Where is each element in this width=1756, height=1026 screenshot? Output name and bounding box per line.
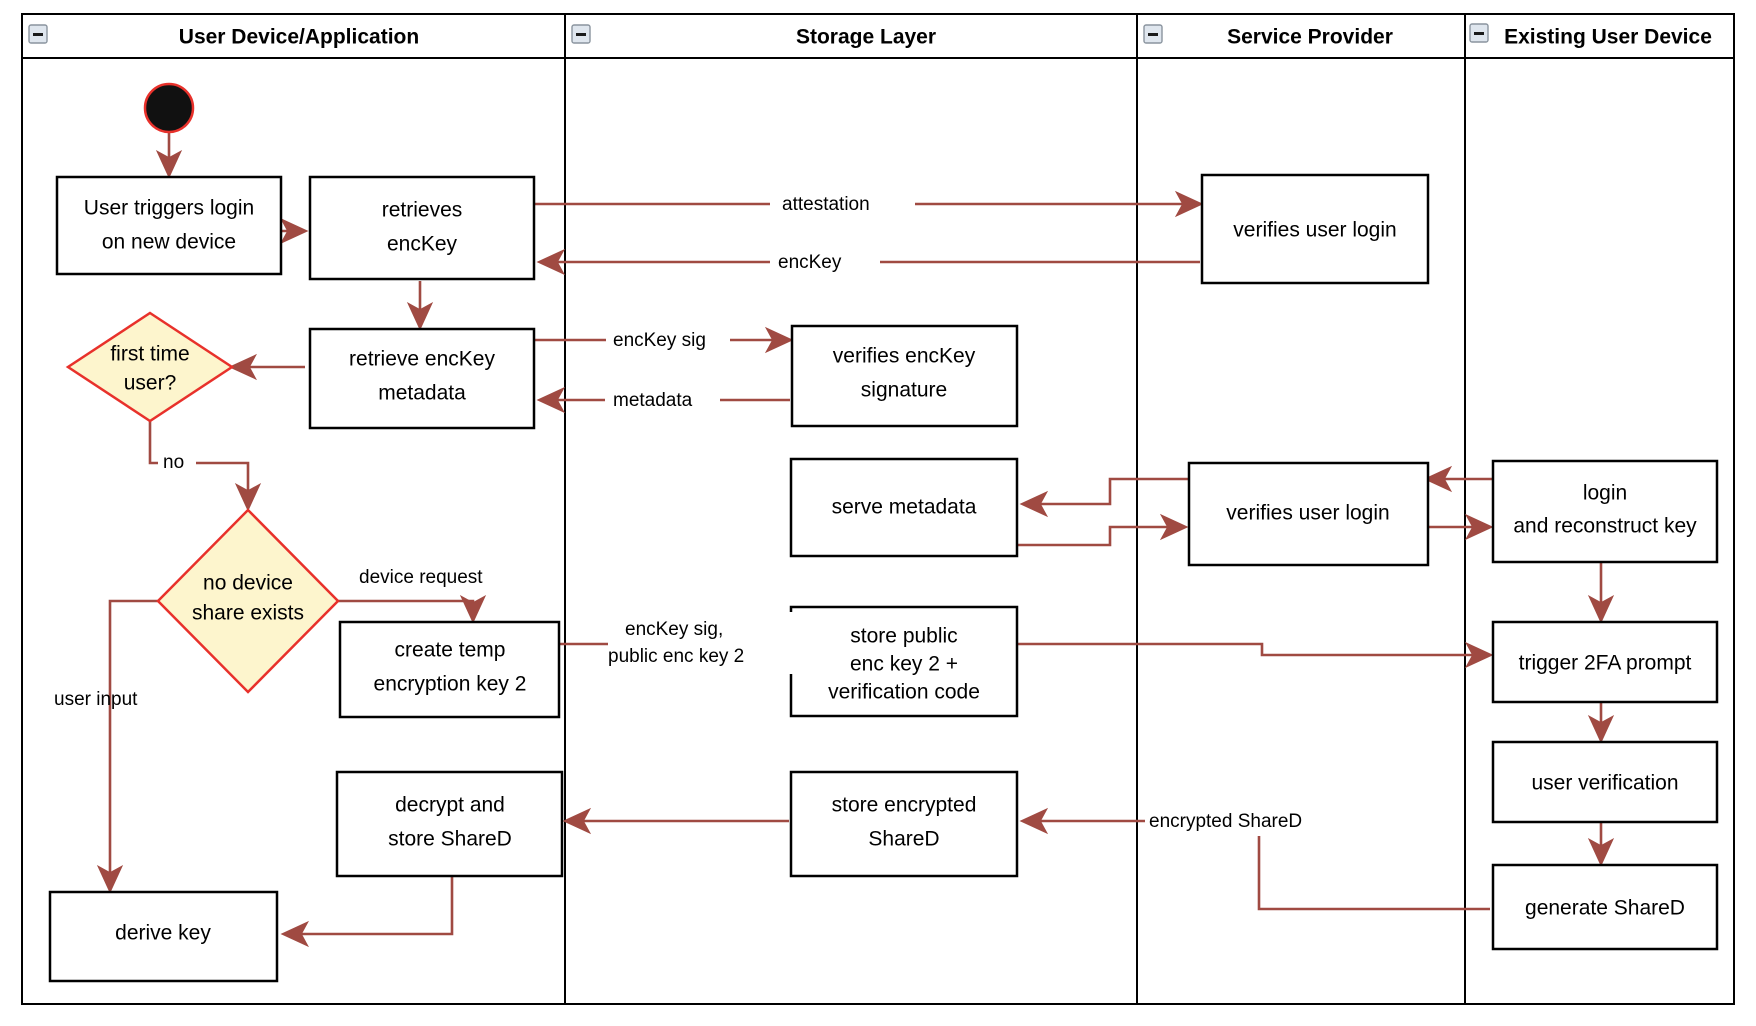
decision-no-device-share-exists[interactable]: no device share exists — [156, 508, 340, 694]
decision-label-line: first time — [110, 343, 189, 366]
activity-label-line: verifies encKey — [833, 345, 976, 368]
initial-node[interactable] — [143, 82, 195, 134]
activity-label-line: on new device — [102, 231, 236, 254]
activity-label-line: signature — [861, 379, 947, 402]
decision-label-line: no device — [203, 572, 293, 595]
edge-decrypt-to-derive — [280, 876, 454, 948]
activity-trigger-2fa-prompt[interactable]: trigger 2FA prompt — [1491, 620, 1719, 704]
activity-store-encrypted-shared[interactable]: store encrypted ShareD — [789, 770, 1019, 878]
activity-label-line: create temp — [395, 639, 506, 662]
edge-label-attestation: attestation — [782, 194, 870, 215]
activity-label-line: encKey — [387, 233, 458, 256]
minus-box-icon[interactable] — [28, 24, 48, 44]
activity-retrieve-enckey-metadata[interactable]: retrieve encKey metadata — [308, 327, 536, 430]
lane-collapse-icons[interactable] — [28, 23, 1489, 44]
activity-serve-metadata[interactable]: serve metadata — [789, 457, 1019, 558]
lane-header-user-device[interactable] — [21, 13, 566, 59]
edge-label-device-request: device request — [359, 567, 483, 588]
lane-title-user-device: User Device/Application — [179, 26, 419, 49]
activity-generate-shared[interactable]: generate ShareD — [1491, 863, 1719, 951]
activity-label-line: verifies user login — [1226, 502, 1389, 525]
activity-label-line: metadata — [378, 382, 466, 405]
edge-user-input — [96, 599, 158, 894]
edge-encrypted-shared — [1019, 807, 1490, 911]
minus-box-icon[interactable] — [571, 24, 591, 44]
activity-label-line: serve metadata — [832, 496, 977, 519]
decision-first-time-user[interactable]: first time user? — [65, 311, 235, 423]
activity-label-line: store ShareD — [388, 828, 512, 851]
activity-label-line: generate ShareD — [1525, 897, 1685, 920]
label-bg — [608, 612, 798, 674]
edge-label-encrypted-shared: encrypted ShareD — [1149, 811, 1302, 832]
edge-store-pub-to-2fa — [1017, 641, 1494, 669]
activity-verifies-enckey-signature[interactable]: verifies encKey signature — [790, 324, 1019, 428]
activity-label-line: verification code — [828, 681, 980, 704]
activity-user-triggers-login[interactable]: User triggers login on new device — [55, 175, 283, 276]
minus-box-icon[interactable] — [1469, 23, 1489, 43]
activity-label-line: store public — [850, 625, 957, 648]
activity-label-line: retrieves — [382, 199, 463, 222]
activity-label-line: User triggers login — [84, 197, 254, 220]
lane-title-service-provider: Service Provider — [1227, 26, 1393, 49]
activity-decrypt-and-store-shared[interactable]: decrypt and store ShareD — [335, 770, 564, 878]
activity-user-verification[interactable]: user verification — [1491, 740, 1719, 824]
activity-label-line: verifies user login — [1233, 219, 1396, 242]
activity-label-line: ShareD — [868, 828, 939, 851]
activity-retrieves-enckey[interactable]: retrieves encKey — [308, 175, 536, 281]
activity-create-temp-encryption-key-2[interactable]: create temp encryption key 2 — [338, 620, 561, 719]
activity-verifies-user-login-2[interactable]: verifies user login — [1187, 461, 1430, 567]
edge-label-metadata: metadata — [613, 390, 693, 411]
label-bg — [770, 248, 880, 276]
activity-store-public-enc-key-2[interactable]: store public enc key 2 + verification co… — [789, 605, 1019, 718]
activity-label-line: encryption key 2 — [374, 673, 527, 696]
activity-label-line: user verification — [1531, 772, 1678, 795]
label-bg — [605, 386, 720, 414]
activity-label-line: derive key — [115, 922, 211, 945]
activity-label-line: and reconstruct key — [1513, 515, 1697, 538]
edge-label-enckey: encKey — [778, 252, 842, 273]
edge-label-enckey-sig: encKey sig — [613, 330, 706, 351]
edge-label-no: no — [163, 452, 184, 473]
activity-label-line: login — [1583, 482, 1627, 505]
activity-label-line: retrieve encKey — [349, 348, 495, 371]
minus-box-icon[interactable] — [1143, 24, 1163, 44]
lane-title-existing-device: Existing User Device — [1504, 26, 1712, 49]
edge-label-enckey-sig-pubkey-line: public enc key 2 — [608, 646, 744, 667]
edge-label-user-input: user input — [54, 689, 138, 710]
activity-login-and-reconstruct-key[interactable]: login and reconstruct key — [1491, 459, 1719, 564]
activity-label-line: store encrypted — [832, 794, 977, 817]
activity-label-line: decrypt and — [395, 794, 505, 817]
activity-derive-key[interactable]: derive key — [48, 890, 279, 983]
edge-no — [148, 421, 262, 512]
label-bg — [158, 448, 196, 476]
edge-label-enckey-sig-pubkey-line: encKey sig, — [625, 619, 723, 640]
label-bg — [1145, 808, 1345, 836]
lane-title-storage: Storage Layer — [796, 26, 936, 49]
decision-label-line: share exists — [192, 602, 304, 625]
label-bg — [770, 190, 915, 218]
edge-serve-metadata-to-sp — [1017, 513, 1189, 547]
edge-sp-to-serve-metadata — [1019, 477, 1191, 518]
label-bg — [606, 326, 730, 354]
edge-labels: attestation encKey encKey sig metadata n… — [54, 190, 1345, 836]
activity-label-line: trigger 2FA prompt — [1519, 652, 1692, 675]
edge-device-request — [338, 594, 487, 624]
decision-label-line: user? — [124, 372, 177, 395]
activity-verifies-user-login-1[interactable]: verifies user login — [1200, 173, 1430, 285]
activity-label-line: enc key 2 + — [850, 653, 958, 676]
